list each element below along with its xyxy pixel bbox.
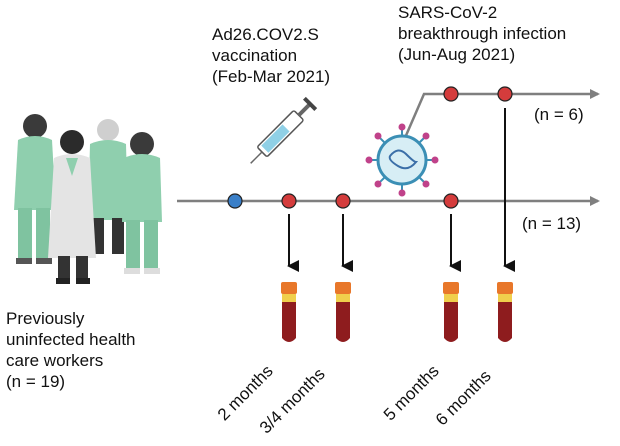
doctor-figure — [48, 130, 96, 284]
sample-dot — [335, 193, 351, 209]
sample-dot — [443, 193, 459, 209]
cohort-line-3: care workers — [6, 351, 104, 370]
vaccination-dot — [227, 193, 243, 209]
cohort-line-1: Previously — [6, 309, 85, 328]
worker-figure — [88, 119, 128, 254]
sample-dot — [497, 86, 513, 102]
worker-figure — [14, 114, 56, 264]
blood-tube-icon — [281, 282, 297, 342]
virus-icon — [365, 123, 439, 197]
health-workers-group — [14, 114, 162, 284]
worker-figure — [122, 132, 162, 274]
blood-tube-icon — [443, 282, 459, 342]
virus-event: breakthrough infection — [398, 24, 567, 43]
cohort-line-4: (n = 19) — [6, 372, 66, 391]
vaccine-period: (Feb-Mar 2021) — [212, 67, 331, 86]
virus-period: (Jun-Aug 2021) — [398, 45, 516, 64]
breakthrough-branch — [396, 89, 600, 155]
sample-dot — [281, 193, 297, 209]
sample-dot — [443, 86, 459, 102]
n-main: (n = 13) — [522, 214, 582, 233]
blood-tube-icon — [497, 282, 513, 342]
vaccine-name: Ad26.COV2.S — [212, 25, 319, 44]
blood-tube-icon — [335, 282, 351, 342]
vaccine-action: vaccination — [212, 46, 298, 65]
virus-name: SARS-CoV-2 — [398, 3, 498, 22]
syringe-icon — [250, 96, 318, 164]
cohort-line-2: uninfected health — [6, 330, 136, 349]
n-breakthrough: (n = 6) — [534, 105, 584, 124]
